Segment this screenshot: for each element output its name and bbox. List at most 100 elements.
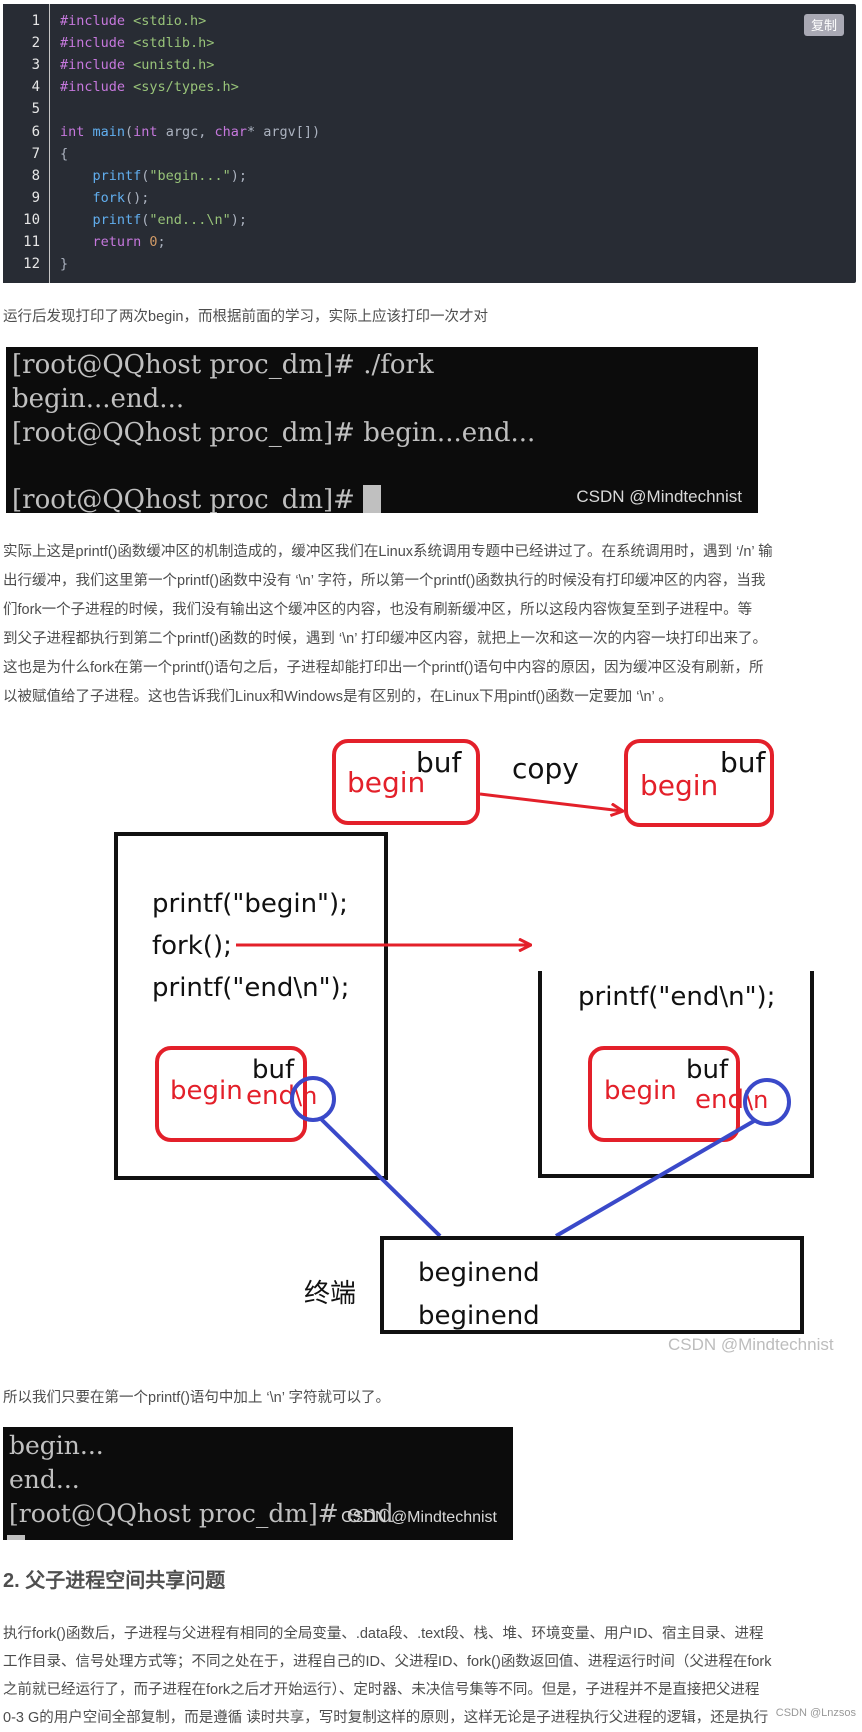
child-process-box	[538, 971, 814, 1178]
paragraph-line: 实际上这是printf()函数缓冲区的机制造成的，缓冲区我们在Linux系统调用…	[3, 544, 773, 560]
code-line: #include <stdio.h>	[60, 13, 206, 29]
code-token: int	[60, 123, 93, 140]
terminal-cursor	[363, 485, 381, 513]
code-token: "begin..."	[149, 167, 231, 184]
line-number: 4	[31, 79, 40, 96]
code-token: #include	[60, 35, 134, 52]
line-number: 9	[31, 189, 40, 206]
code-token: char	[214, 123, 247, 140]
child-buffer-end: end	[695, 1085, 744, 1115]
paragraph-line: 0-3 G的用户空间全部复制，而是遵循 读时共享，写时复制这样的原则，这样无论是…	[3, 1710, 769, 1726]
terminal-line: [root@QQhost proc_dm]#	[12, 485, 364, 513]
paragraph-3: 所以我们只要在第一个printf()语句中加上 ‘\n’ 字符就可以了。	[3, 1390, 390, 1406]
code-line: printf("end...\n");	[60, 212, 247, 228]
line-number: 5	[31, 101, 40, 118]
child-buffer-begin: begin	[604, 1076, 677, 1106]
code-token: #include	[60, 13, 134, 29]
parent-buffer-end: end	[246, 1081, 295, 1111]
terminal-cursor	[7, 1535, 25, 1540]
paragraph-line: 以被赋值给了子进程。这也告诉我们Linux和Windows是有区别的，在Linu…	[3, 689, 673, 705]
terminal-output-line: beginend	[418, 1301, 540, 1331]
paragraph-line: 到父子进程都执行到第二个printf()函数的时候，遇到 ‘\n’ 打印缓冲区内…	[3, 631, 767, 647]
code-line: fork();	[60, 189, 150, 206]
top-right-buffer-begin: begin	[640, 769, 718, 802]
child-newline-highlight	[743, 1078, 791, 1126]
code-token: (	[141, 167, 150, 184]
corner-watermark: CSDN @Lnzsos	[775, 1707, 856, 1719]
code-token: 0	[149, 234, 158, 250]
code-line: #include <sys/types.h>	[60, 79, 239, 95]
copy-button[interactable]: 复制	[803, 14, 844, 36]
parent-code-line: printf("begin");	[152, 889, 348, 919]
terminal-label: 终端	[304, 1279, 356, 1309]
code-token: (	[141, 211, 150, 228]
code-token: #include	[60, 57, 134, 74]
code-token: {	[60, 145, 69, 162]
paragraph-line: 出行缓冲，我们这里第一个printf()函数中没有 ‘\n’ 字符，所以第一个p…	[3, 573, 766, 589]
fork-buffer-diagram: begin buf copy begin buf printf("begin")…	[114, 739, 834, 1354]
child-buffer-newline: \n	[745, 1086, 768, 1114]
code-token: int	[133, 123, 166, 140]
line-number: 1	[31, 13, 40, 29]
watermark: CSDN @Mindtechnist	[576, 487, 742, 506]
code-token: printf	[60, 167, 142, 184]
code-token: );	[230, 211, 247, 228]
paragraph-line: 执行fork()函数后，子进程与父进程有相同的全局变量、.data段、.text…	[3, 1626, 764, 1642]
parent-buffer-newline: \n	[294, 1082, 317, 1110]
watermark: CSDN @Mindtechnist	[668, 1335, 834, 1354]
code-token: * argv[])	[246, 123, 321, 140]
code-line: #include <unistd.h>	[60, 57, 214, 73]
top-left-buffer-begin: begin	[347, 766, 425, 799]
code-line: #include <stdlib.h>	[60, 35, 214, 51]
code-token: }	[60, 256, 69, 273]
code-token: "end...\n"	[149, 211, 231, 228]
code-token: (	[125, 123, 134, 140]
code-token: main	[92, 123, 126, 140]
terminal-line: begin...	[9, 1431, 104, 1460]
line-number: 11	[23, 234, 40, 250]
line-number: 2	[31, 35, 40, 52]
terminal-output-line: beginend	[418, 1258, 540, 1288]
top-right-buffer-label: buf	[720, 746, 767, 779]
line-number: 7	[31, 145, 40, 162]
terminal-line: [root@QQhost proc_dm]# begin...end...	[12, 418, 536, 448]
parent-newline-highlight	[290, 1076, 336, 1122]
paragraph-4: 执行fork()函数后，子进程与父进程有相同的全局变量、.data段、.text…	[3, 1620, 855, 1732]
code-token: ;	[157, 234, 166, 250]
paragraph-line: 这也是为什么fork在第一个printf()语句之后，子进程却能打印出一个pri…	[3, 660, 764, 676]
paragraph-line: 工作目录、信号处理方式等；不同之处在于，进程自己的ID、父进程ID、fork()…	[3, 1654, 772, 1670]
parent-buffer-label: buf	[252, 1055, 295, 1085]
paragraph-line: 们fork一个子进程的时候，我们没有输出这个缓冲区的内容，也没有刷新缓冲区，所以…	[3, 602, 753, 618]
line-number: 3	[31, 57, 40, 74]
code-token: <stdlib.h>	[133, 35, 215, 52]
parent-buffer-box	[155, 1046, 307, 1142]
terminal-line: end...	[9, 1465, 80, 1494]
code-token: fork	[60, 189, 126, 206]
parent-buffer-begin: begin	[170, 1076, 243, 1106]
code-token: <unistd.h>	[133, 57, 215, 74]
code-line: printf("begin...");	[60, 168, 247, 184]
code-line: {	[60, 146, 68, 162]
code-token: printf	[60, 211, 142, 228]
terminal-screenshot-1: [root@QQhost proc_dm]# ./fork begin...en…	[6, 347, 758, 513]
copy-arrow	[479, 792, 622, 811]
terminal-output-box	[380, 1236, 804, 1334]
code-token: );	[230, 167, 247, 184]
code-token: return	[60, 234, 150, 250]
code-token: <stdio.h>	[133, 13, 207, 29]
paragraph-1: 运行后发现打印了两次begin，而根据前面的学习，实际上应该打印一次才对	[3, 309, 488, 325]
child-to-terminal-line	[554, 1119, 756, 1238]
line-number: 8	[31, 167, 40, 184]
code-token: argc,	[165, 123, 215, 140]
top-left-buffer-label: buf	[416, 746, 463, 779]
terminal-line: begin...end...	[12, 384, 185, 414]
parent-code-line: fork();	[152, 931, 232, 961]
section-heading: 2. 父子进程空间共享问题	[3, 1570, 226, 1592]
terminal-line: [root@QQhost proc_dm]# end	[9, 1499, 394, 1528]
code-token: ();	[125, 189, 150, 206]
paragraph-line: 之前就已经运行了，而子进程在fork之后才开始运行）、定时器、未决信号集等不同。…	[3, 1682, 760, 1698]
parent-process-box	[114, 832, 388, 1180]
line-number: 6	[31, 123, 40, 140]
child-buffer-label: buf	[686, 1055, 729, 1085]
